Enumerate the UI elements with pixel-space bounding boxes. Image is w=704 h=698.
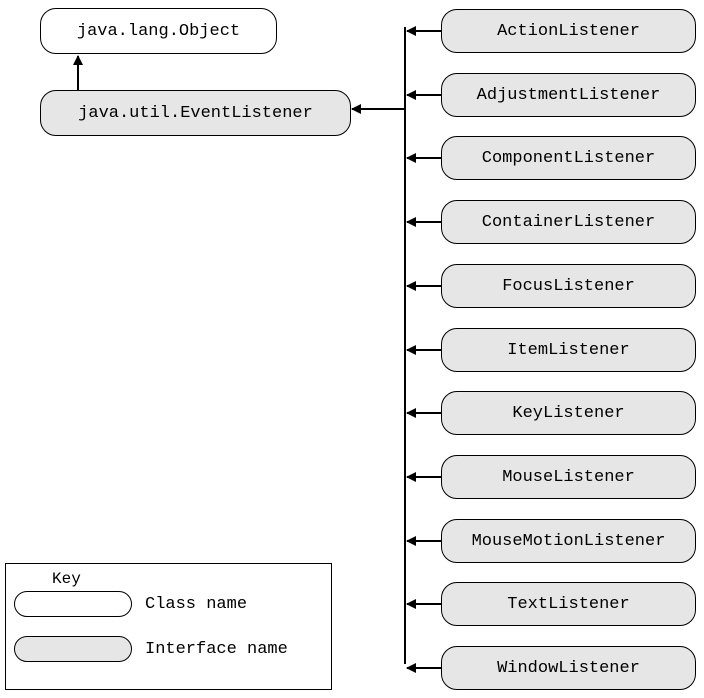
key-interface-swatch [14,636,132,662]
key-legend [5,563,332,690]
interface-box-listener: MouseListener [441,455,696,499]
interface-name-label: FocusListener [502,276,635,296]
interface-name-label: ItemListener [507,340,630,360]
class-name-label: java.lang.Object [76,21,241,41]
interface-name-label: ContainerListener [481,212,656,232]
interface-box-listener: ComponentListener [441,136,696,180]
interface-box-listener: TextListener [441,582,696,626]
interface-box-listener: KeyListener [441,391,696,435]
interface-box-listener: FocusListener [441,264,696,308]
interface-name-label: KeyListener [512,403,625,423]
key-interface-label: Interface name [145,640,288,659]
branch-arrows [406,26,441,673]
interface-box-eventlistener: java.util.EventListener [40,90,351,136]
interface-box-listener: WindowListener [441,646,696,690]
interface-name-label: WindowListener [497,658,640,678]
interface-box-listener: AdjustmentListener [441,73,696,117]
interface-name-label: TextListener [507,594,630,614]
interface-box-listener: ItemListener [441,328,696,372]
interface-box-listener: MouseMotionListener [441,519,696,563]
key-title: Key [52,570,81,588]
key-class-swatch [14,591,132,617]
interface-name-label: java.util.EventListener [78,103,313,123]
interface-name-label: AdjustmentListener [476,85,661,105]
interface-name-label: ActionListener [497,21,640,41]
interface-name-label: MouseMotionListener [471,531,666,551]
class-box-object: java.lang.Object [40,8,277,54]
interface-name-label: MouseListener [502,467,635,487]
interface-box-listener: ActionListener [441,9,696,53]
interface-box-listener: ContainerListener [441,200,696,244]
key-class-label: Class name [145,595,248,614]
interface-name-label: ComponentListener [481,148,656,168]
